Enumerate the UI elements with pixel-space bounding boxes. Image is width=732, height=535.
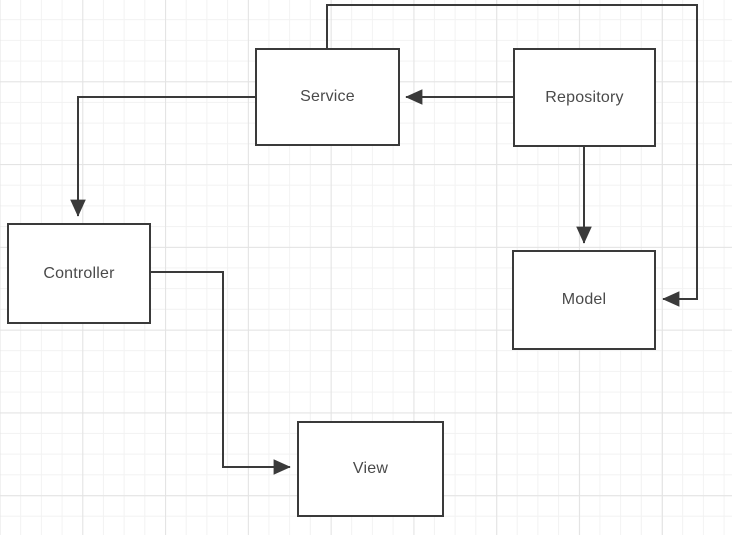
node-view[interactable]: View xyxy=(297,421,444,517)
edge-controller-to-view[interactable] xyxy=(151,271,291,475)
node-model[interactable]: Model xyxy=(512,250,656,350)
node-repository-label: Repository xyxy=(545,88,624,106)
edge-service-to-model[interactable] xyxy=(326,4,698,307)
edge-service-to-controller[interactable] xyxy=(70,96,255,217)
node-controller-label: Controller xyxy=(43,264,115,282)
node-view-label: View xyxy=(352,460,389,477)
node-repository[interactable]: Repository xyxy=(513,48,656,147)
node-model-label: Model xyxy=(561,291,607,308)
node-controller[interactable]: Controller xyxy=(7,223,151,324)
node-service[interactable]: Service xyxy=(255,48,400,146)
node-service-label: Service xyxy=(300,88,355,105)
